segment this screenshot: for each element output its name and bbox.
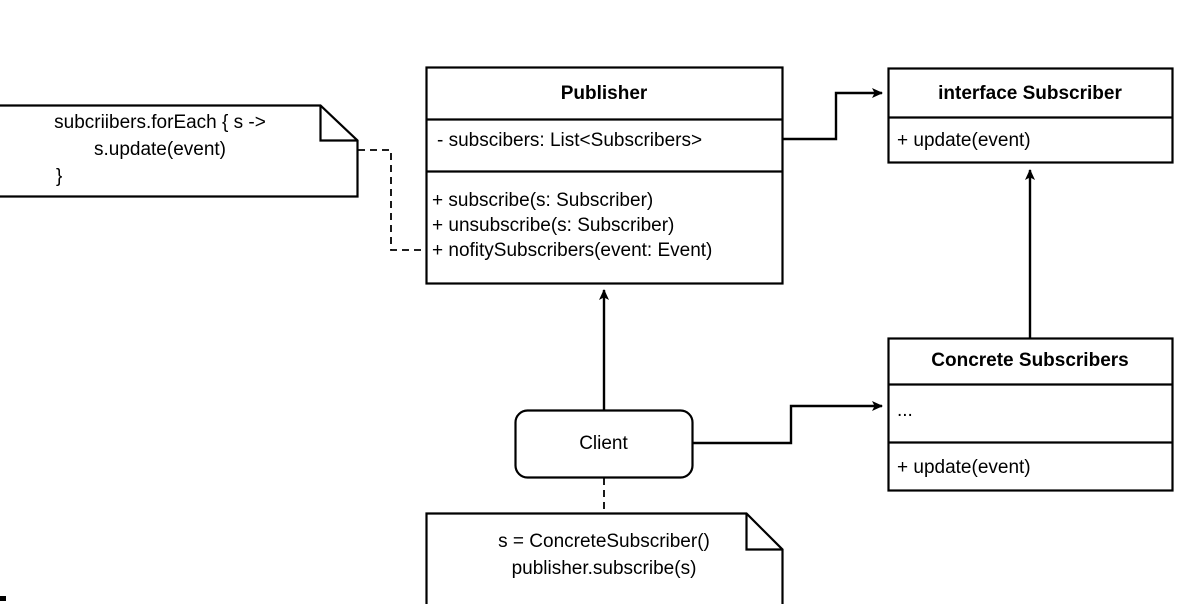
publisher-method-subscribe: + subscribe(s: Subscriber) [432,190,654,211]
subscriber-interface-box[interactable] [887,67,1174,164]
subscriber-interface-method-update: + update(event) [897,130,1031,151]
note-notify-line-3: } [56,166,63,187]
concrete-subscribers-title: Concrete Subscribers [931,350,1129,371]
stray-mark [0,596,6,601]
client-label: Client [579,433,628,454]
subscriber-interface-title: interface Subscriber [938,83,1122,104]
note-client-shape[interactable] [425,512,784,604]
concrete-subscribers-box[interactable] [887,337,1174,492]
publisher-method-unsubscribe: + unsubscribe(s: Subscriber) [432,215,675,236]
note-notify-shape[interactable] [0,104,359,198]
publisher-method-notify: + nofitySubscribers(event: Event) [432,240,713,261]
note-client-line-2: publisher.subscribe(s) [511,558,697,579]
concrete-subscribers-method-update: + update(event) [897,457,1031,478]
note-client-line-1: s = ConcreteSubscriber() [498,531,710,552]
connector-note-notify-anchor [358,149,427,251]
connector-client-to-concrete [693,401,883,445]
note-notify-line-1: subcriibers.forEach { s -> [54,112,266,133]
client-box[interactable] [514,409,694,479]
connector-publisher-to-subscriber [783,88,883,141]
publisher-class-box[interactable] [425,66,784,285]
concrete-subscribers-attribute: ... [897,400,913,421]
note-notify-line-2: s.update(event) [93,139,227,160]
publisher-title: Publisher [560,83,648,104]
publisher-attribute: - subscibers: List<Subscribers> [437,130,703,151]
